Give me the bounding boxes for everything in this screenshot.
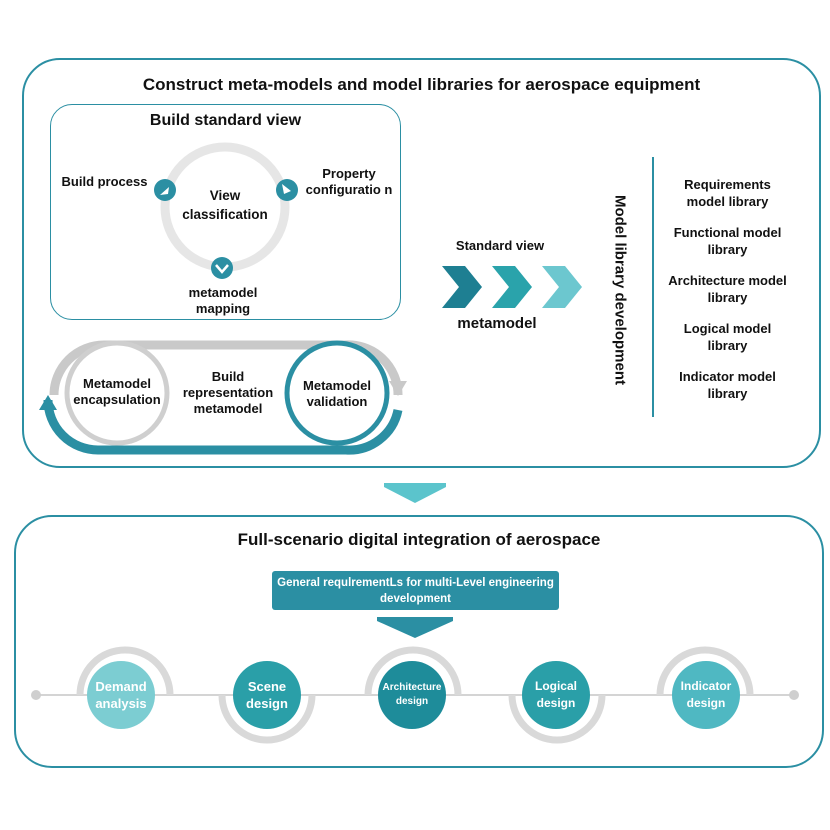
bottom-title: Full-scenario digital integration of aer… (237, 530, 601, 549)
top-title: Construct meta-models and model librarie… (142, 75, 701, 94)
functional-library: Functional model library (673, 225, 782, 257)
architecture-library: Architecture model library (668, 273, 787, 305)
build-representation-label: Build representation metamodel (182, 369, 274, 416)
stage-demand-analysis: Demand analysis (87, 661, 155, 729)
stage-scene-design: Scene design (233, 661, 301, 729)
property-configuration-label: Property configuratio n (305, 166, 393, 197)
metamodel-validation-label: Metamodel validation (303, 378, 371, 409)
stage-logical-design: Logical design (522, 661, 590, 729)
metamodel-encapsulation-label: Metamodel encapsulation (73, 376, 161, 407)
view-classification-label: View classification (182, 188, 268, 222)
standard-view-title: Build standard view (149, 112, 302, 129)
build-process-label: Build process (61, 174, 148, 189)
stage-indicator-design: Indicator design (672, 661, 740, 729)
stage-architecture-design: Architecture design (378, 661, 446, 729)
logical-library: Logical model library (683, 321, 772, 353)
indicator-library: Indicator model library (679, 369, 776, 401)
standard-view-box (50, 104, 401, 320)
metamodel-mapping-label: metamodel mapping (188, 285, 258, 316)
cycle-arrow-down-icon (211, 257, 233, 279)
requirements-library: Requirements model library (684, 177, 771, 209)
standard-view-flow-label: Standard view (455, 238, 545, 253)
requirement-box: General requlrementLs for multi-Level en… (272, 571, 559, 610)
flow-chevrons-icon (442, 266, 582, 308)
cycle-arrow-left-icon (154, 179, 176, 201)
cycle-arrow-right-icon (276, 179, 298, 201)
metamodel-flow-label: metamodel (457, 315, 537, 332)
